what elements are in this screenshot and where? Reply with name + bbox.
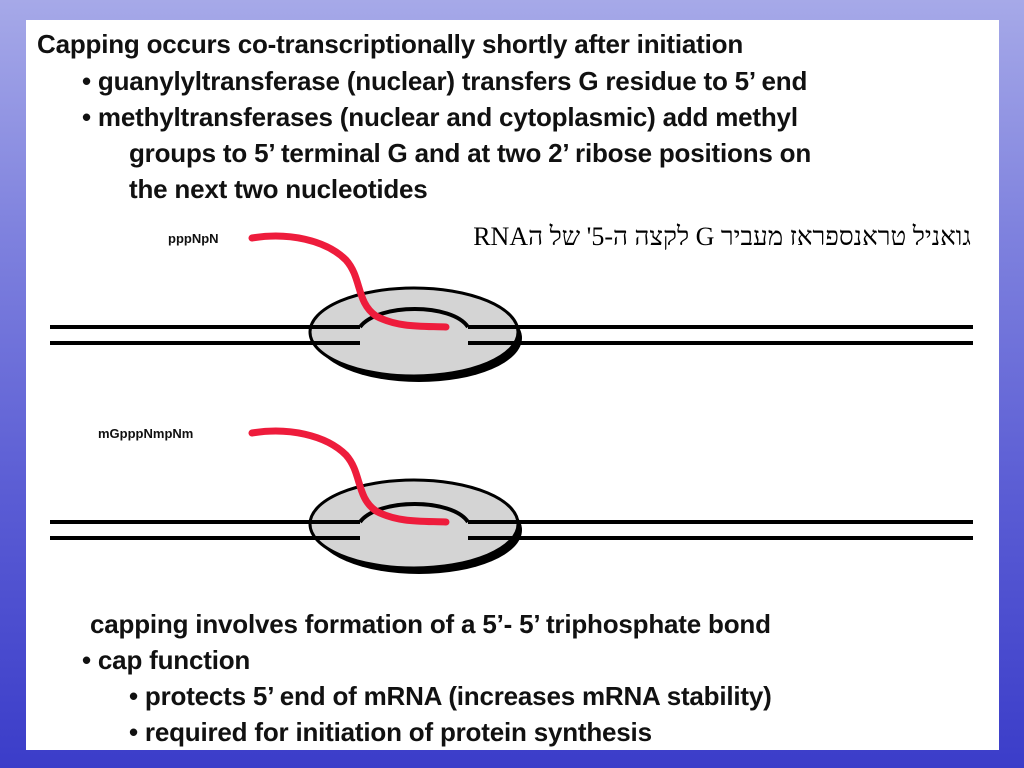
bullet-guanylyltransferase: • guanylyltransferase (nuclear) transfer… [82,66,808,96]
bullet-initiation-protein-synthesis: • required for initiation of protein syn… [129,717,652,747]
bottom-transcription-bubble [358,502,470,524]
top-transcription-bubble [358,307,470,329]
triphosphate-bond-statement: capping involves formation of a 5’- 5’ t… [90,609,771,639]
bottom-rna-strand [248,427,450,526]
slide-content: Capping occurs co-transcriptionally shor… [26,20,999,750]
top-transcription-complex [50,232,973,382]
top-rna-5prime-label: pppNpN [168,231,219,246]
top-rna-strand [248,232,450,331]
capping-diagram [50,232,973,574]
bullet-methyltransferases-continued-2: the next two nucleotides [129,174,428,204]
bullet-methyltransferases-continued-1: groups to 5’ terminal G and at two 2’ ri… [129,138,812,168]
bullet-protects-5prime-end: • protects 5’ end of mRNA (increases mRN… [129,681,772,711]
bottom-rna-capped-label: mGpppNmpNm [98,426,194,441]
bottom-transcription-complex [50,427,973,574]
slide-heading: Capping occurs co-transcriptionally shor… [37,29,743,59]
bullet-methyltransferases: • methyltransferases (nuclear and cytopl… [82,102,798,132]
bullet-cap-function: • cap function [82,645,251,675]
hebrew-note: גואניל טראנספראז מעביר G לקצה ה-5' של הR… [473,222,971,251]
